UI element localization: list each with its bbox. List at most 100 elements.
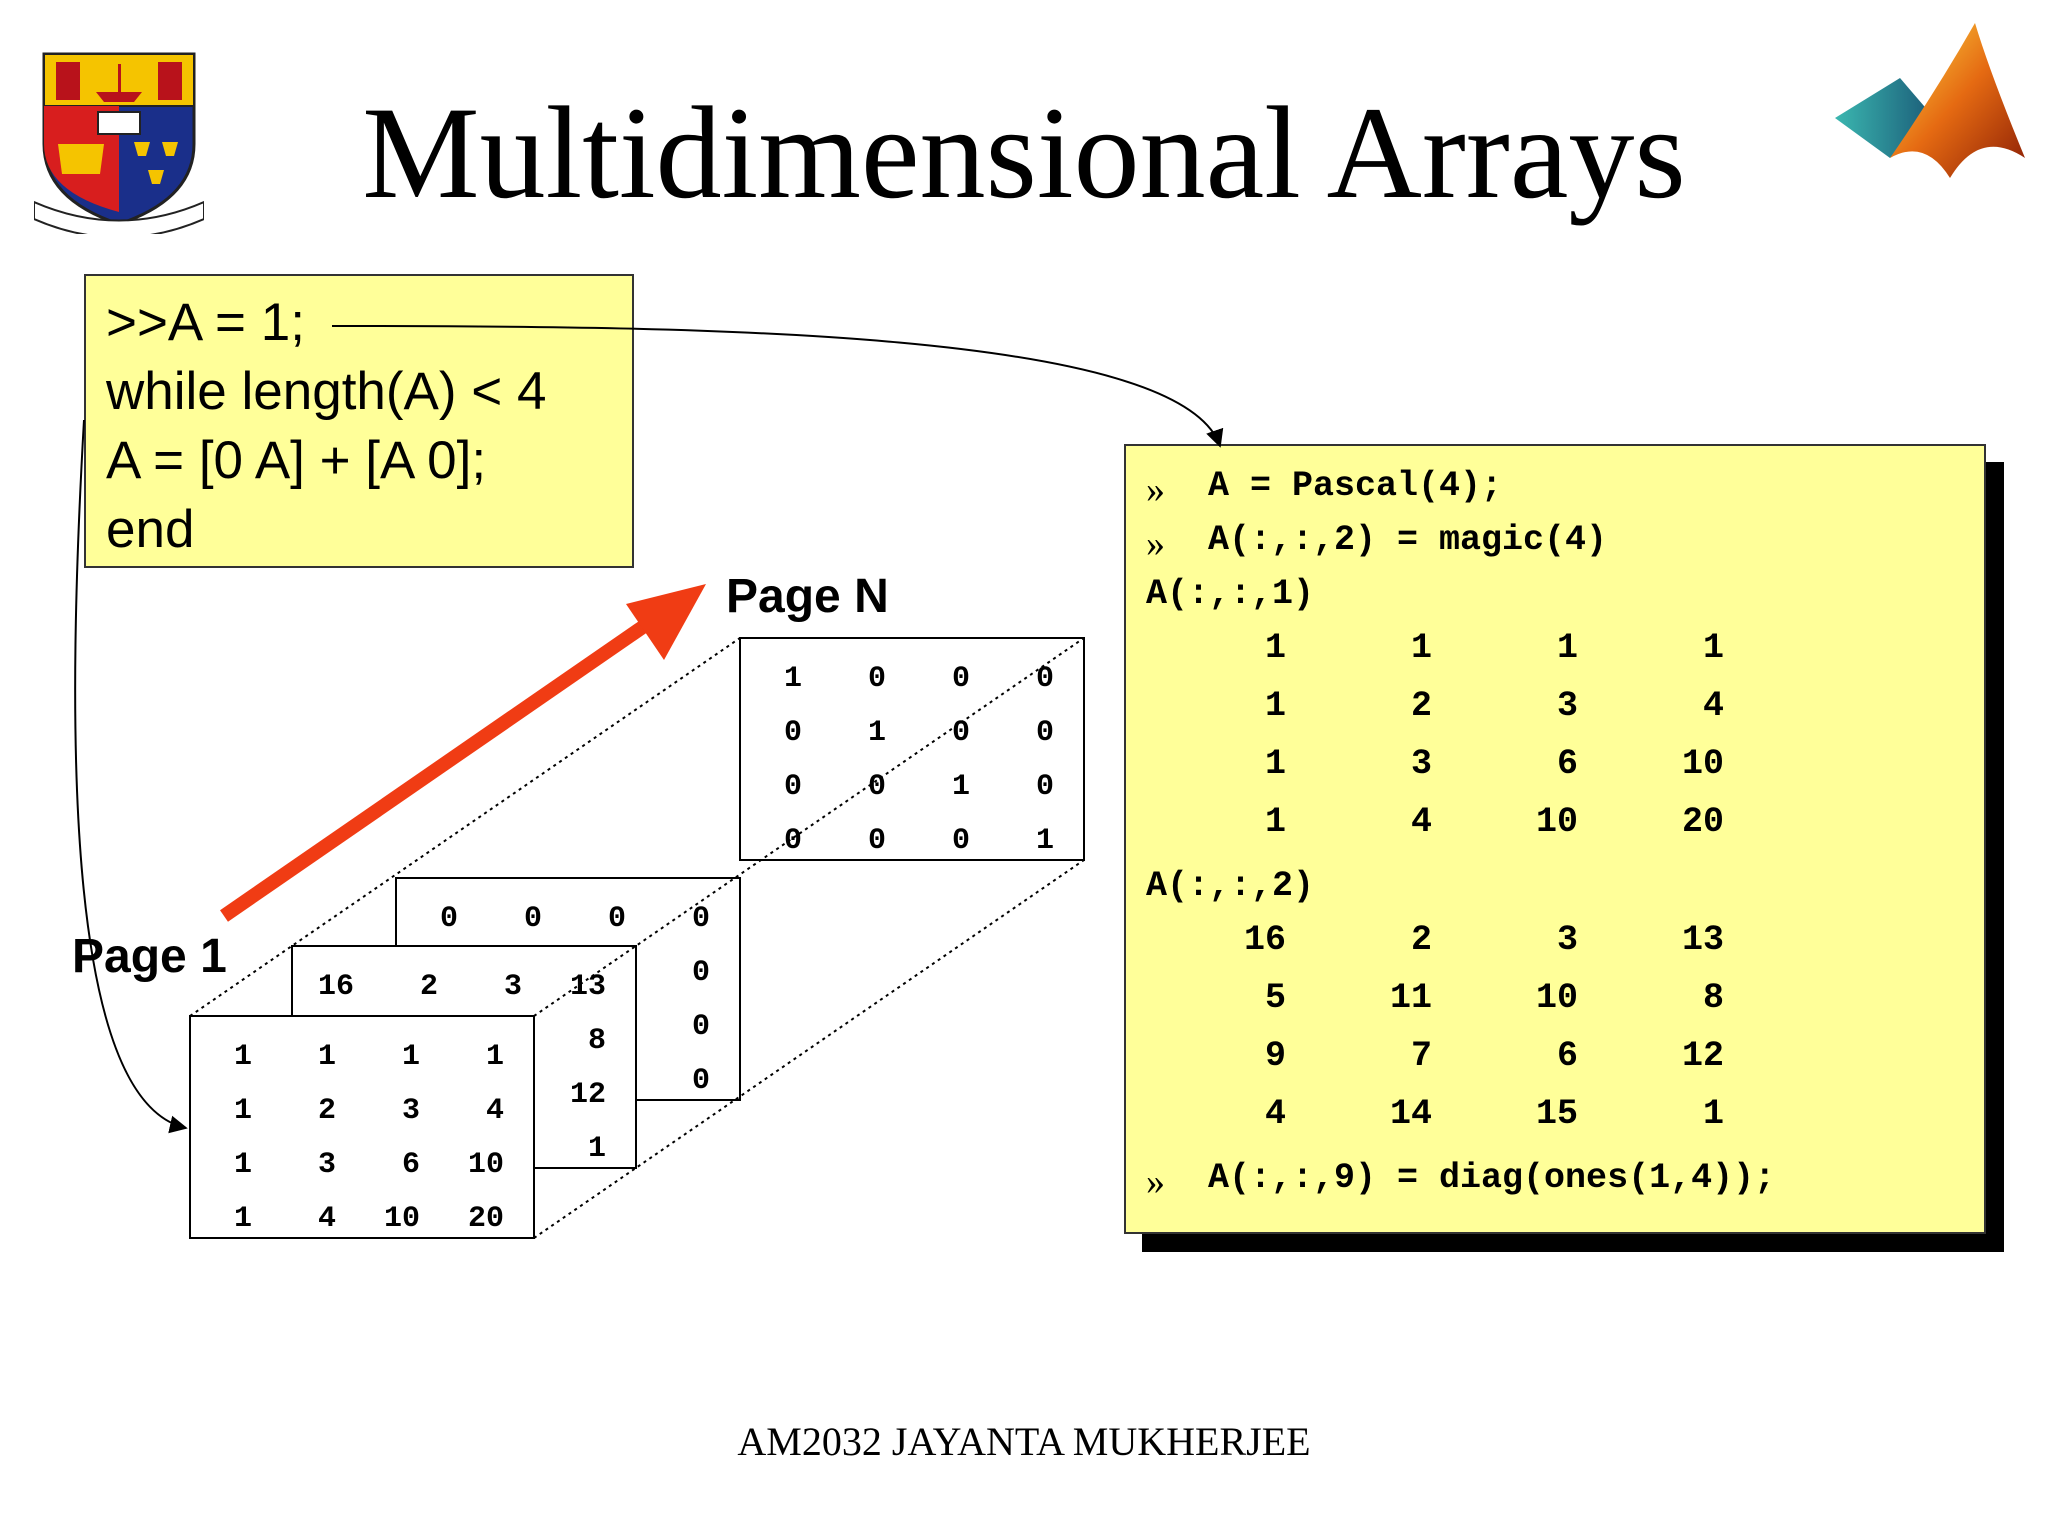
matrix-cell: 0 (1036, 662, 1054, 696)
matrix-cell: 1 (318, 1040, 336, 1074)
matrix-cell: 1 (486, 1040, 504, 1074)
matlab-membrane-icon (1835, 23, 2025, 178)
red-arrowhead (626, 584, 706, 660)
matrix-cell: 4 (486, 1094, 504, 1128)
matrix-cell: 6 (1556, 744, 1578, 784)
matrix-cell: 1 (1556, 628, 1578, 668)
slide-title: Multidimensional Arrays (362, 79, 1686, 226)
page-1-rect (189, 1015, 535, 1239)
matrix-cell: 20 (1681, 802, 1724, 842)
matrix-cell: 9 (1264, 1036, 1286, 1076)
prompt-symbol: » (1146, 469, 1165, 511)
matrix-cell: 10 (1535, 978, 1578, 1018)
matrix-cell: 0 (692, 956, 710, 990)
matrix-cell: 0 (952, 824, 970, 858)
connector-arrow-to-page1 (74, 419, 188, 1134)
matrix-cell: 0 (868, 824, 886, 858)
matrix-cell: 4 (1410, 802, 1432, 842)
matrix-cell: 16 (318, 970, 354, 1004)
matrix-cell: 1 (234, 1202, 252, 1236)
matrix-cell: 0 (1036, 770, 1054, 804)
matrix-cell: 10 (1681, 744, 1724, 784)
prompt-symbol: » (1146, 1161, 1165, 1203)
matrix-cell: 1 (1264, 802, 1286, 842)
matrix-cell: 1 (784, 662, 802, 696)
matrix-cell: 0 (692, 902, 710, 936)
matrix-cell: 4 (318, 1202, 336, 1236)
matrix-cell: 3 (1556, 920, 1578, 960)
matrix-cell: 1 (1036, 824, 1054, 858)
matrix-cell: 4 (1702, 686, 1724, 726)
command-line-2: A(:,:,2) = magic(4) (1208, 520, 1608, 560)
university-crest-icon (34, 52, 204, 234)
code-line: while length(A) < 4 (106, 362, 547, 421)
matrix-cell: 15 (1535, 1094, 1578, 1134)
matrix-cell: 11 (1389, 978, 1432, 1018)
matrix-cell: 0 (692, 1064, 710, 1098)
matrix-2-label: A(:,:,2) (1146, 866, 1315, 906)
matrix-cell: 1 (1410, 628, 1432, 668)
matrix-cell: 7 (1410, 1036, 1432, 1076)
matrix-cell: 5 (1264, 978, 1286, 1018)
matrix-cell: 0 (868, 770, 886, 804)
matrix-cell: 1 (234, 1040, 252, 1074)
matrix-cell: 0 (440, 902, 458, 936)
page-n-rect (739, 637, 1085, 861)
matrix-cell: 0 (868, 662, 886, 696)
matrix-cell: 3 (504, 970, 522, 1004)
matrix-cell: 10 (1535, 802, 1578, 842)
matrix-cell: 0 (608, 902, 626, 936)
command-line-1: A = Pascal(4); (1208, 466, 1503, 506)
matrix-cell: 4 (1264, 1094, 1286, 1134)
matrix-cell: 16 (1243, 920, 1286, 960)
matrix-cell: 1 (1264, 628, 1286, 668)
matrix-cell: 0 (524, 902, 542, 936)
matrix-cell: 0 (784, 824, 802, 858)
matrix-cell: 14 (1389, 1094, 1432, 1134)
matrix-cell: 12 (1681, 1036, 1724, 1076)
prompt-symbol: » (1146, 523, 1165, 565)
matrix-1-label: A(:,:,1) (1146, 574, 1315, 614)
matrix-cell: 12 (570, 1078, 606, 1112)
matrix-cell: 0 (784, 716, 802, 750)
matrix-cell: 2 (420, 970, 438, 1004)
matrix-cell: 0 (784, 770, 802, 804)
matrix-cell: 3 (1556, 686, 1578, 726)
matrix-cell: 0 (952, 716, 970, 750)
matrix-cell: 1 (234, 1094, 252, 1128)
page-n-label: Page N (726, 570, 889, 623)
matrix-cell: 6 (1556, 1036, 1578, 1076)
matrix-cell: 3 (1410, 744, 1432, 784)
footer-text: AM2032 JAYANTA MUKHERJEE (737, 1419, 1311, 1464)
code-line: >>A = 1; (106, 293, 305, 352)
matrix-cell: 3 (402, 1094, 420, 1128)
matrix-cell: 2 (318, 1094, 336, 1128)
matrix-cell: 10 (384, 1202, 420, 1236)
connector-arrow-to-output (331, 325, 1224, 448)
matrix-cell: 1 (1264, 686, 1286, 726)
matrix-cell: 2 (1410, 920, 1432, 960)
matrix-cell: 20 (468, 1202, 504, 1236)
page-1-label: Page 1 (72, 930, 227, 983)
matlab-output-box: » A = Pascal(4); » A(:,:,2) = magic(4) A… (1124, 444, 1986, 1234)
code-line: end (106, 500, 195, 559)
command-line-3: A(:,:,9) = diag(ones(1,4)); (1208, 1158, 1776, 1198)
code-line: A = [0 A] + [A 0]; (106, 431, 487, 490)
matrix-cell: 1 (1702, 1094, 1724, 1134)
matrix-cell: 0 (952, 662, 970, 696)
matrix-cell: 1 (1702, 628, 1724, 668)
matrix-cell: 2 (1410, 686, 1432, 726)
matrix-cell: 1 (234, 1148, 252, 1182)
matrix-cell: 13 (1681, 920, 1724, 960)
matrix-cell: 1 (1264, 744, 1286, 784)
matrix-cell: 3 (318, 1148, 336, 1182)
matrix-cell: 1 (868, 716, 886, 750)
red-depth-arrow (220, 616, 654, 922)
matrix-cell: 1 (952, 770, 970, 804)
matrix-cell: 6 (402, 1148, 420, 1182)
matrix-cell: 0 (1036, 716, 1054, 750)
matrix-cell: 1 (402, 1040, 420, 1074)
matrix-cell: 1 (588, 1132, 606, 1166)
matrix-cell: 0 (692, 1010, 710, 1044)
